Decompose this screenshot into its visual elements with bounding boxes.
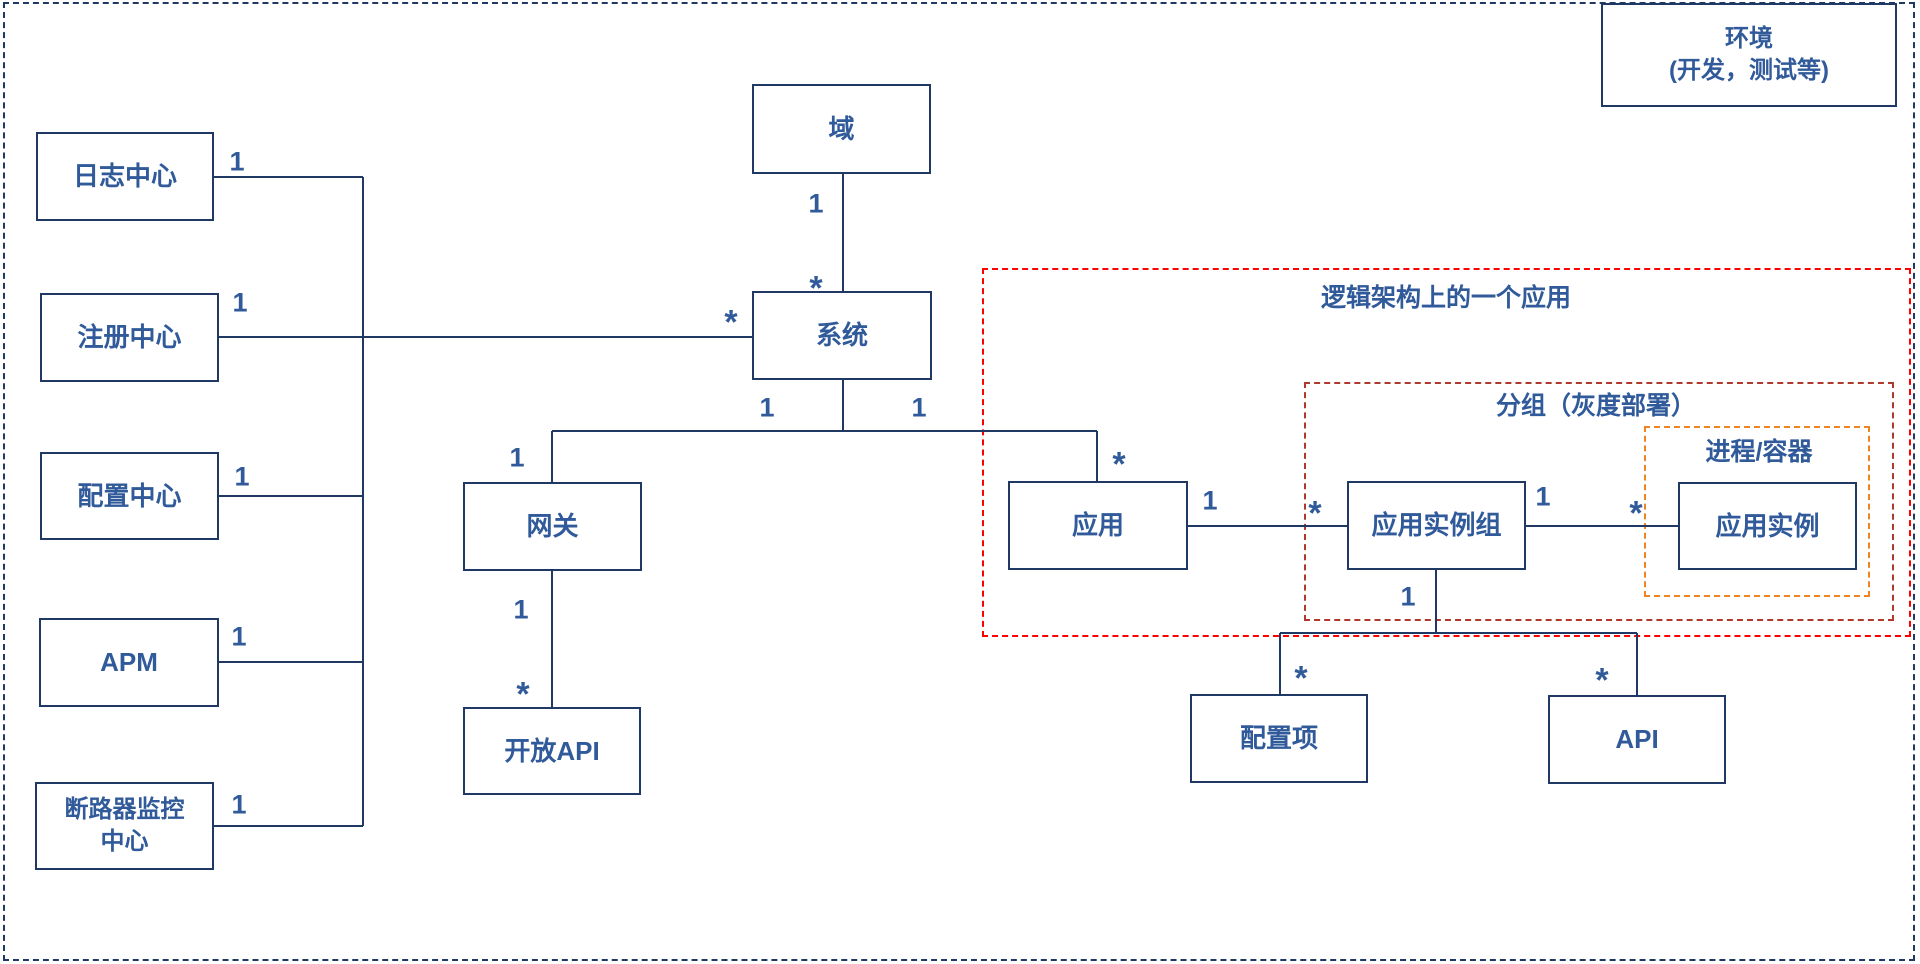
multiplicity-label: 1 xyxy=(234,461,250,492)
node-app-instance-group: 应用实例组 xyxy=(1347,481,1526,570)
edge-branch-to-config-item xyxy=(1278,633,1282,694)
edge-system-down xyxy=(841,380,845,431)
multiplicity-label: 1 xyxy=(1400,581,1416,612)
node-environment: 环境 (开发，测试等) xyxy=(1601,3,1897,107)
multiplicity-label: 1 xyxy=(231,621,247,652)
container-logical-app xyxy=(982,268,1911,637)
node-label: 日志中心 xyxy=(72,161,177,192)
node-label: 系统 xyxy=(815,320,868,351)
node-config-center: 配置中心 xyxy=(40,452,219,540)
multiplicity-label: 1 xyxy=(513,594,529,625)
edge-system-branch-horizontal xyxy=(552,429,1097,433)
node-open-api: 开放API xyxy=(463,707,641,795)
container-label-group-gray-deploy: 分组（灰度部署） xyxy=(1495,392,1697,420)
multiplicity-label: 1 xyxy=(911,392,927,423)
node-label: APM xyxy=(100,647,158,678)
node-label: 配置项 xyxy=(1239,723,1318,754)
edge-gateway-to-openapi xyxy=(550,571,554,707)
edge-branch-to-app xyxy=(1095,431,1099,481)
multiplicity-label: * xyxy=(809,269,823,308)
multiplicity-label: 1 xyxy=(232,287,248,318)
node-label: 环境 xyxy=(1725,24,1773,52)
edge-branch-to-gateway xyxy=(550,431,554,482)
edge-instance-group-down xyxy=(1434,570,1438,633)
multiplicity-label: * xyxy=(1112,445,1126,484)
node-registry-center: 注册中心 xyxy=(40,293,219,382)
node-apm: APM xyxy=(39,618,219,707)
multiplicity-label: 1 xyxy=(808,188,824,219)
multiplicity-label: * xyxy=(516,675,530,714)
node-label: API xyxy=(1615,724,1659,755)
node-label: 应用 xyxy=(1071,510,1124,541)
node-label: 中心 xyxy=(100,828,149,855)
node-api: API xyxy=(1548,695,1726,784)
edge-log-to-bus xyxy=(214,175,363,179)
edge-apm-to-bus xyxy=(219,660,363,664)
container-group-gray-deploy xyxy=(1304,382,1894,621)
multiplicity-label: 1 xyxy=(759,392,775,423)
edge-instance-group-to-instance xyxy=(1526,524,1678,528)
node-circuit-breaker-center: 断路器监控中心 xyxy=(35,782,214,870)
node-log-center: 日志中心 xyxy=(36,132,214,221)
edge-registry-to-system xyxy=(219,335,752,339)
multiplicity-label: 1 xyxy=(509,442,525,473)
node-label: 断路器监控 xyxy=(64,795,185,823)
node-label: (开发，测试等) xyxy=(1669,57,1829,84)
node-label: 注册中心 xyxy=(77,322,182,353)
node-gateway: 网关 xyxy=(463,482,642,571)
node-label: 开放API xyxy=(504,735,600,766)
node-app-instance: 应用实例 xyxy=(1678,482,1857,570)
multiplicity-label: 1 xyxy=(231,789,247,820)
multiplicity-label: * xyxy=(724,303,738,342)
edge-bottom-branch-horizontal xyxy=(1280,631,1637,635)
multiplicity-label: 1 xyxy=(1535,481,1551,512)
node-label: 配置中心 xyxy=(77,480,182,511)
multiplicity-label: * xyxy=(1629,494,1643,533)
node-label: 网关 xyxy=(526,511,579,542)
edge-breaker-to-bus xyxy=(214,824,363,828)
edge-branch-to-api xyxy=(1635,633,1639,695)
multiplicity-label: 1 xyxy=(229,146,245,177)
edge-left-bus-vertical xyxy=(361,177,365,826)
container-environment-boundary xyxy=(3,2,1915,961)
node-system: 系统 xyxy=(752,291,932,380)
node-label: 应用实例 xyxy=(1715,510,1820,541)
multiplicity-label: * xyxy=(1308,494,1322,533)
edge-app-to-instance-group xyxy=(1188,524,1347,528)
multiplicity-label: 1 xyxy=(1202,485,1218,516)
node-label: 应用实例组 xyxy=(1371,510,1502,541)
node-app: 应用 xyxy=(1008,481,1188,570)
node-label: 域 xyxy=(828,113,855,144)
node-config-item: 配置项 xyxy=(1190,694,1368,783)
multiplicity-label: * xyxy=(1294,659,1308,698)
container-label-process-container: 进程/容器 xyxy=(1705,438,1813,466)
edge-config-to-bus xyxy=(219,494,363,498)
multiplicity-label: * xyxy=(1595,661,1609,700)
container-process-container xyxy=(1644,426,1870,597)
node-domain: 域 xyxy=(752,84,931,174)
container-label-logical-app: 逻辑架构上的一个应用 xyxy=(1320,284,1572,312)
edge-domain-to-system xyxy=(841,174,845,291)
